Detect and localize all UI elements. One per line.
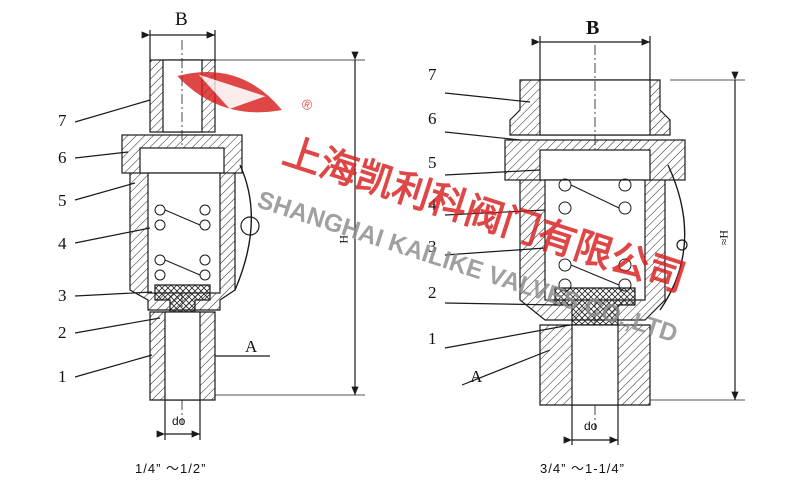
right-dim-B: B bbox=[586, 17, 599, 39]
left-size-caption: 1/4” ～1/2” bbox=[135, 461, 207, 476]
right-dim-A: A bbox=[470, 367, 483, 386]
right-label-7: 7 bbox=[428, 65, 437, 84]
left-label-1: 1 bbox=[58, 367, 67, 386]
left-valve-section bbox=[74, 30, 365, 440]
left-spring bbox=[154, 204, 211, 281]
right-label-6: 6 bbox=[428, 109, 437, 128]
right-label-5: 5 bbox=[428, 153, 437, 172]
left-label-7: 7 bbox=[58, 111, 67, 130]
left-dim-B: B bbox=[175, 9, 188, 30]
left-label-2: 2 bbox=[58, 323, 67, 342]
left-dim-do: do bbox=[172, 414, 186, 428]
right-size-caption: 3/4” ～1-1/4” bbox=[540, 461, 625, 476]
left-labels: B H do A 7 6 5 4 3 2 1 bbox=[58, 9, 351, 428]
left-label-4: 4 bbox=[58, 234, 67, 253]
registered-mark: ® bbox=[300, 95, 315, 114]
right-label-1: 1 bbox=[428, 329, 437, 348]
right-labels: B H≈ do A 7 6 5 4 3 2 1 bbox=[428, 17, 731, 433]
left-label-5: 5 bbox=[58, 191, 67, 210]
right-label-3: 3 bbox=[428, 237, 437, 256]
right-dim-do: do bbox=[584, 419, 598, 433]
left-label-6: 6 bbox=[58, 148, 67, 167]
right-dim-H: H≈ bbox=[717, 230, 731, 246]
left-label-3: 3 bbox=[58, 286, 67, 305]
right-label-4: 4 bbox=[428, 195, 437, 214]
right-valve-section bbox=[444, 36, 745, 445]
left-dim-A: A bbox=[245, 337, 258, 356]
left-dim-H: H bbox=[337, 235, 351, 244]
right-label-2: 2 bbox=[428, 283, 437, 302]
